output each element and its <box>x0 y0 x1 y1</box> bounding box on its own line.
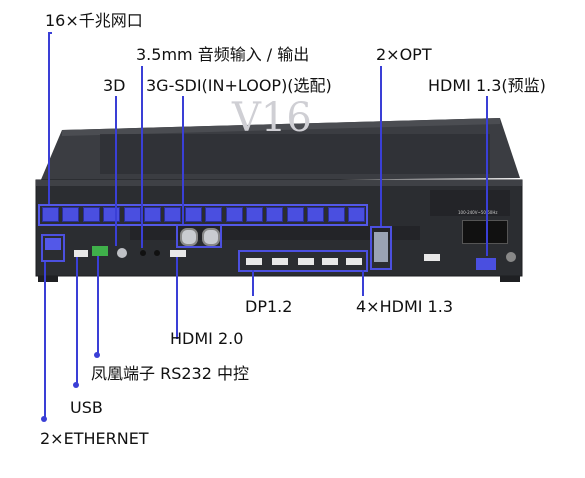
rj45-port[interactable] <box>307 207 325 222</box>
label-16-ethernet: 16×千兆网口 <box>45 11 143 30</box>
label-4-hdmi13: 4×HDMI 1.3 <box>356 297 453 316</box>
hdmi-port-2[interactable] <box>298 258 314 265</box>
label-dp12: DP1.2 <box>245 297 293 316</box>
label-2-opt: 2×OPT <box>376 45 432 64</box>
rj45-port[interactable] <box>225 207 243 222</box>
leader-hdmi4 <box>362 270 364 296</box>
leader-dp <box>252 270 254 296</box>
leader-preview <box>486 96 488 256</box>
label-rs232: 凤凰端子 RS232 中控 <box>91 364 249 383</box>
rj45-port[interactable] <box>144 207 161 222</box>
label-hdmi-preview: HDMI 1.3(预监) <box>428 76 546 95</box>
leader-usb <box>76 257 78 385</box>
dp-port[interactable] <box>246 258 262 265</box>
preview-hdmi-port[interactable] <box>424 254 440 261</box>
hdmi-group-box <box>238 250 368 272</box>
leader-rs232-end <box>94 352 100 358</box>
label-audio: 3.5mm 音频输入 / 输出 <box>136 45 310 64</box>
leader-ethernet2 <box>44 262 46 420</box>
rj45-port[interactable] <box>123 207 141 222</box>
leader-ethernet2-end <box>41 416 47 422</box>
hdmi-port-4[interactable] <box>346 258 362 265</box>
lan-port[interactable] <box>45 238 61 250</box>
rj45-port[interactable] <box>266 207 284 222</box>
leader-sdi <box>182 96 184 224</box>
sdi-bnc-2[interactable] <box>202 228 220 246</box>
power-switch[interactable] <box>476 258 496 270</box>
hdmi20-port[interactable] <box>170 250 186 257</box>
label-3g-sdi: 3G-SDI(IN+LOOP)(选配) <box>146 76 332 95</box>
watermark-text: V16 <box>232 95 312 141</box>
usb-port[interactable] <box>74 250 88 257</box>
label-hdmi20: HDMI 2.0 <box>170 329 244 348</box>
rj45-port[interactable] <box>103 207 121 222</box>
audio-in-jack[interactable] <box>140 250 146 256</box>
label-3d: 3D <box>103 76 126 95</box>
audio-out-jack[interactable] <box>154 250 160 256</box>
rj45-port[interactable] <box>164 207 182 222</box>
sdi-box <box>176 224 222 248</box>
leader-hdmi20 <box>176 257 178 339</box>
rj45-port[interactable] <box>184 207 202 222</box>
rj45-port[interactable] <box>82 207 100 222</box>
rj45-port[interactable] <box>42 207 59 222</box>
rj45-port[interactable] <box>205 207 223 222</box>
power-rating-label: 100-240V~50/60Hz <box>458 210 498 215</box>
leader-3d <box>115 96 117 246</box>
label-usb: USB <box>70 398 103 417</box>
lan-port-box <box>41 234 65 262</box>
leader-audio <box>141 66 143 248</box>
leader-usb-end <box>73 382 79 388</box>
power-socket[interactable] <box>462 220 508 244</box>
leader-rs232 <box>97 256 99 356</box>
leader-opt <box>380 66 382 226</box>
3d-port[interactable] <box>117 248 127 258</box>
leader-ethernet16-top <box>48 32 52 34</box>
ground-screw <box>506 252 516 262</box>
rj45-port[interactable] <box>62 207 80 222</box>
hdmi-port-1[interactable] <box>272 258 288 265</box>
rs232-terminal[interactable] <box>92 246 108 256</box>
label-2-ethernet: 2×ETHERNET <box>40 429 149 448</box>
leader-ethernet16 <box>48 32 50 204</box>
rj45-port[interactable] <box>286 207 304 222</box>
rj45-port[interactable] <box>348 207 365 222</box>
opt-box <box>370 226 392 270</box>
opt-port[interactable] <box>374 232 388 262</box>
rj45-port[interactable] <box>327 207 345 222</box>
sdi-bnc-1[interactable] <box>180 228 198 246</box>
hdmi-port-3[interactable] <box>322 258 338 265</box>
rj45-port[interactable] <box>246 207 263 222</box>
